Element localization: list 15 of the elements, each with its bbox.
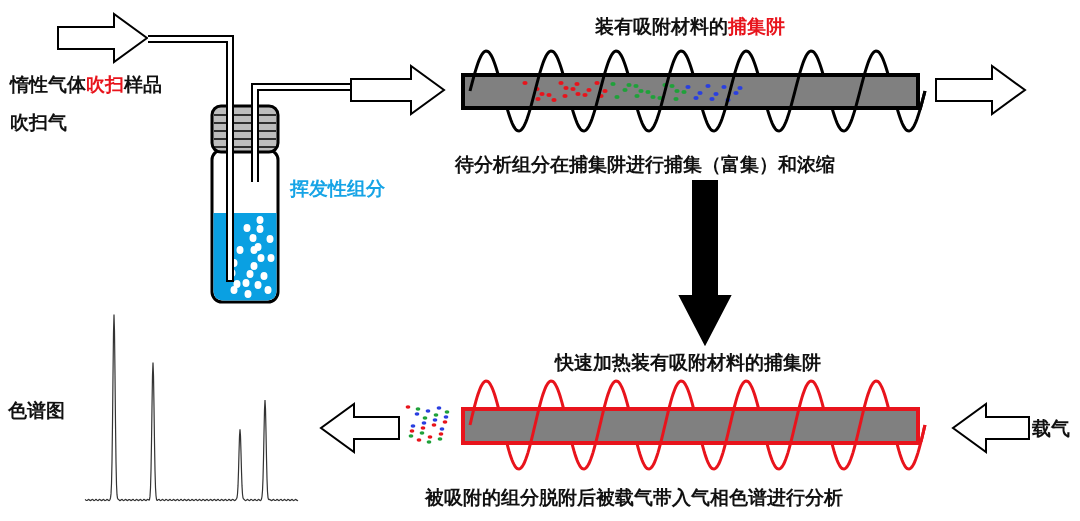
heading-text: 快速加热装有吸附材料的捕集阱 bbox=[555, 350, 821, 374]
heading-text: 装有吸附材料的捕集阱 bbox=[595, 14, 785, 38]
block-arrow bbox=[319, 402, 400, 454]
chromatogram-caption: 色谱图 bbox=[8, 398, 65, 422]
caption-text: 待分析组分在捕集阱进行捕集（富集）和浓缩 bbox=[455, 152, 835, 176]
note-text: 吹扫气 bbox=[10, 110, 67, 134]
block-arrow bbox=[951, 402, 1030, 454]
vial-caption: 挥发性组分 bbox=[290, 176, 385, 200]
block-arrow bbox=[57, 12, 149, 64]
caption-text: 被吸附的组分脱附后被载气带入气相色谱进行分析 bbox=[425, 485, 843, 509]
note-text: 惰性气体吹扫样品 bbox=[10, 72, 162, 96]
solid-block-arrow bbox=[678, 180, 732, 347]
gas-label: 载气 bbox=[1032, 416, 1070, 440]
block-arrow bbox=[935, 64, 1027, 116]
block-arrow bbox=[350, 64, 446, 116]
